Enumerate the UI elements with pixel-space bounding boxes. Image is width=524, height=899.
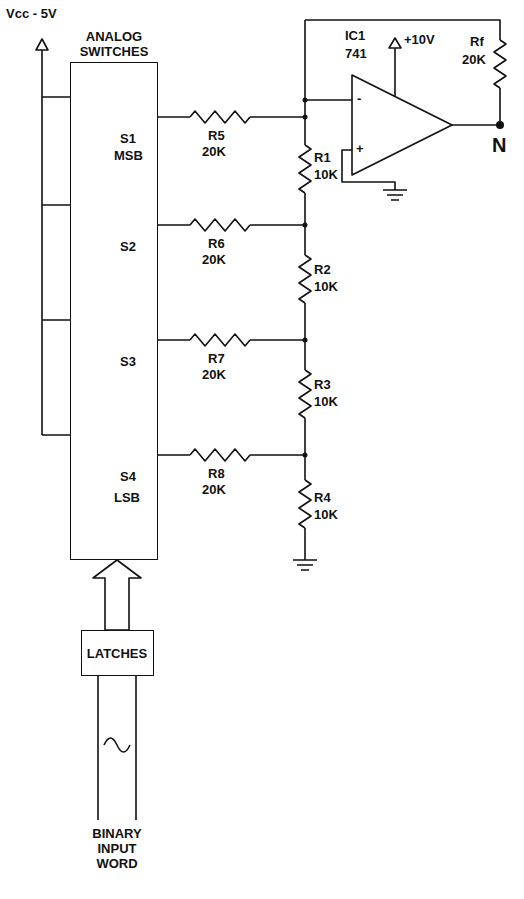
switch-outputs — [148, 117, 305, 455]
supply-arrow — [36, 39, 48, 50]
inverting-input — [305, 99, 352, 101]
part-label: S1 — [120, 131, 136, 146]
part-label: 10K — [314, 167, 338, 182]
resistor-symbol — [190, 111, 250, 123]
part-label: R7 — [208, 351, 225, 366]
part-label: S2 — [120, 239, 136, 254]
part-label: MSB — [114, 148, 143, 163]
resistor-symbol — [190, 219, 250, 231]
part-label: R8 — [208, 466, 225, 481]
feedback-wire — [305, 20, 500, 125]
part-label: 20K — [462, 52, 486, 67]
part-label: +10V — [404, 32, 435, 47]
part-label: R3 — [314, 377, 331, 392]
opamp-symbol — [352, 75, 452, 175]
noninverting-input — [342, 150, 395, 190]
part-label: R6 — [208, 236, 225, 251]
resistor-symbol — [299, 255, 311, 303]
output-label: N — [492, 134, 506, 156]
part-label: + — [356, 141, 364, 156]
ground-symbol — [293, 560, 317, 570]
latch-box: LATCHES — [81, 630, 154, 676]
part-label: R2 — [314, 262, 331, 277]
part-label: R1 — [314, 150, 331, 165]
part-label: Rf — [470, 34, 484, 49]
part-label: 10K — [314, 394, 338, 409]
resistor-symbol — [299, 370, 311, 418]
part-label: 741 — [345, 46, 367, 61]
sine-symbol — [104, 738, 130, 752]
input-lines — [98, 676, 136, 820]
box-heading: ANALOG SWITCHES — [71, 29, 157, 59]
part-label: 20K — [202, 367, 226, 382]
part-label: 20K — [202, 482, 226, 497]
junction-dots — [303, 98, 505, 458]
part-label: R4 — [314, 490, 331, 505]
part-label: 10K — [314, 507, 338, 522]
input-label: BINARY INPUT WORD — [78, 826, 156, 871]
resistor-symbol — [299, 145, 311, 193]
part-label: LSB — [114, 490, 140, 505]
supply-line — [394, 48, 396, 97]
ground-symbol — [383, 190, 407, 200]
part-label: 20K — [202, 252, 226, 267]
resistor-symbol — [494, 40, 506, 88]
switch-box: ANALOG SWITCHES — [70, 62, 158, 560]
resistor-symbol — [299, 480, 311, 528]
box-label: LATCHES — [87, 646, 147, 661]
resistor-symbol — [190, 449, 250, 461]
part-label: S4 — [120, 469, 136, 484]
part-label: R5 — [208, 128, 225, 143]
part-label: IC1 — [345, 28, 365, 43]
vcc-rail — [41, 50, 43, 435]
part-label: 20K — [202, 144, 226, 159]
part-label: S3 — [120, 354, 136, 369]
part-label: Vcc - 5V — [6, 6, 57, 21]
part-label: 10K — [314, 279, 338, 294]
supply-arrow — [389, 38, 401, 48]
resistor-symbol — [190, 334, 250, 346]
bus-arrow — [93, 560, 141, 630]
part-label: - — [357, 91, 361, 106]
